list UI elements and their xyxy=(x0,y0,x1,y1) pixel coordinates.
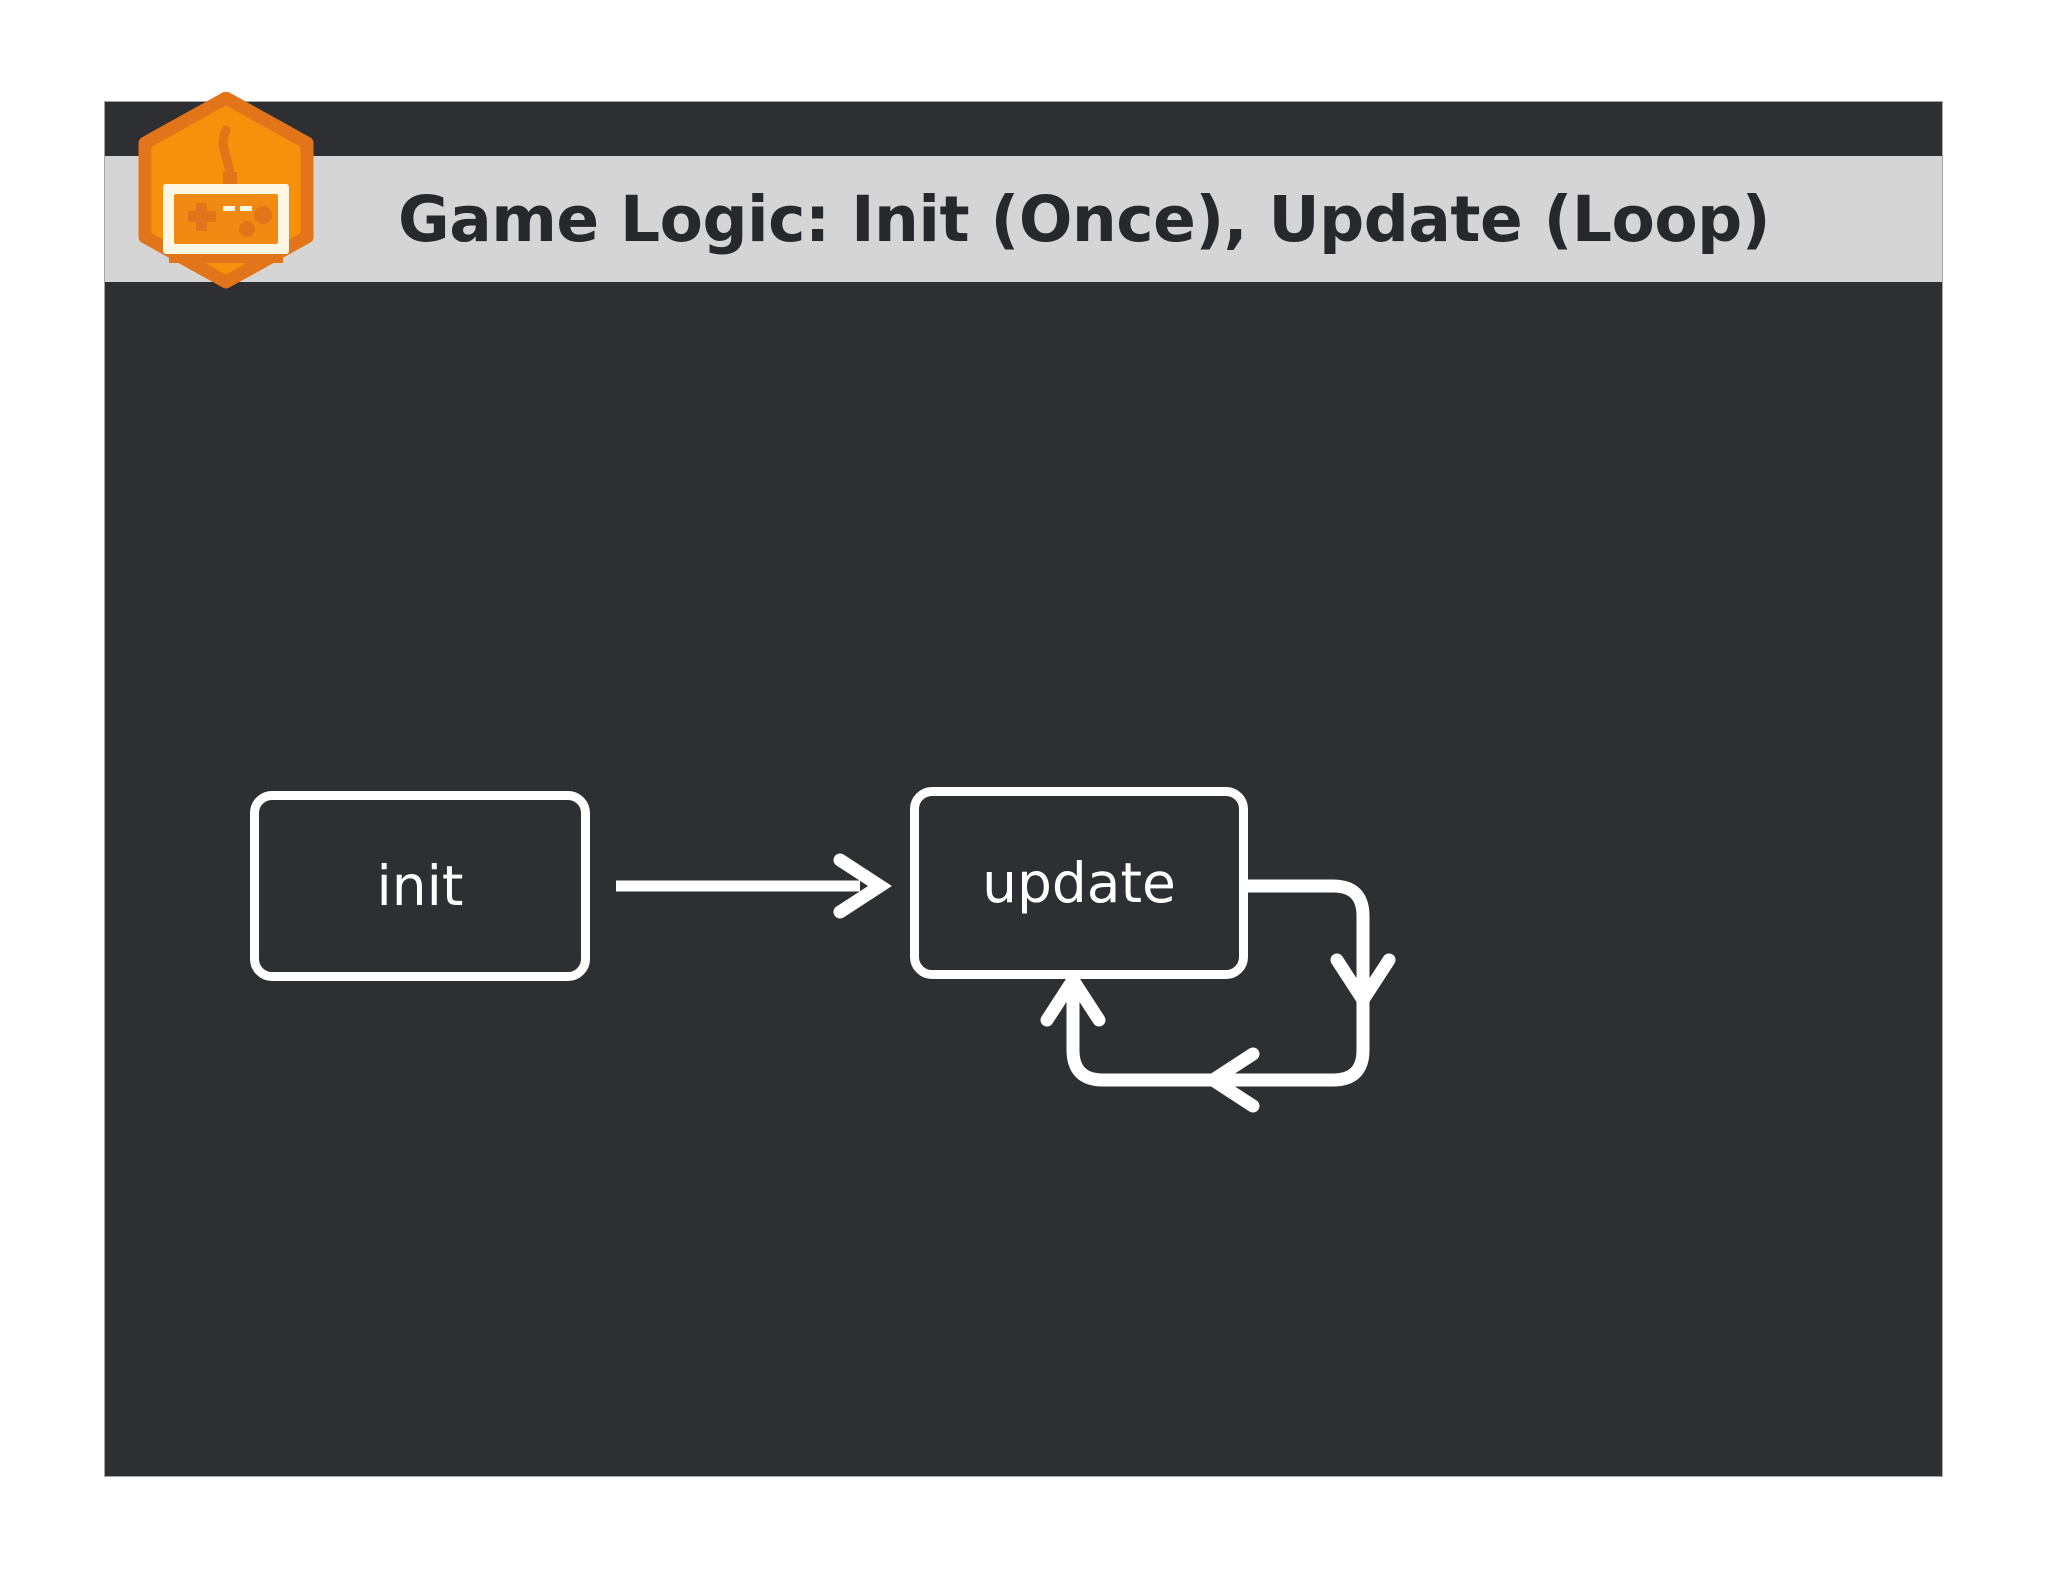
node-update[interactable]: update xyxy=(910,787,1248,979)
diagram-edges xyxy=(616,853,1396,1113)
node-init[interactable]: init xyxy=(250,791,590,981)
edge-init-to-update xyxy=(616,853,892,919)
page-title: Game Logic: Init (Once), Update (Loop) xyxy=(398,182,1771,256)
edge-update-self-loop xyxy=(1040,879,1396,1113)
node-init-label: init xyxy=(376,854,464,918)
header-banner: Game Logic: Init (Once), Update (Loop) xyxy=(105,156,1942,282)
slide-canvas: Game Logic: Init (Once), Update (Loop) xyxy=(105,91,1942,1476)
flow-diagram: init update xyxy=(105,282,1942,1476)
gamepad-hex-badge-icon xyxy=(126,91,326,302)
node-update-label: update xyxy=(982,851,1176,915)
